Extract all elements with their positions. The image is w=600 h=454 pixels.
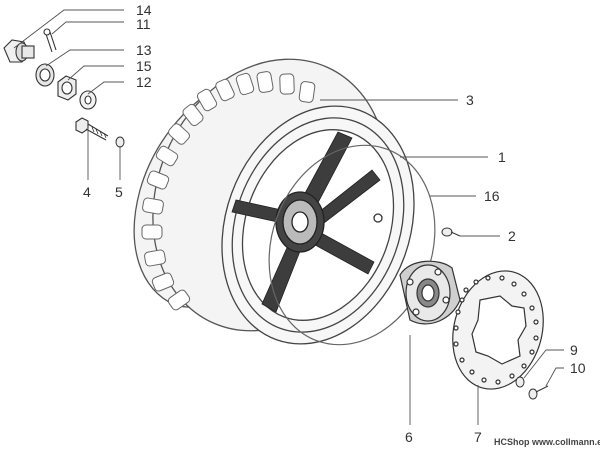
small-washer xyxy=(115,136,125,148)
callout-15: 15 xyxy=(136,58,152,74)
callout-5: 5 xyxy=(115,184,123,200)
bolt xyxy=(75,117,109,141)
axle-nut xyxy=(3,39,35,63)
brake-hub xyxy=(399,260,461,325)
callout-16: 16 xyxy=(484,188,500,204)
callout-2: 2 xyxy=(508,228,516,244)
callout-1: 1 xyxy=(498,149,506,165)
callout-12: 12 xyxy=(136,74,152,90)
washer xyxy=(79,90,97,110)
callout-7: 7 xyxy=(474,429,482,445)
brake-disc xyxy=(452,270,544,390)
callout-3: 3 xyxy=(466,92,474,108)
callout-9: 9 xyxy=(570,342,578,358)
rim xyxy=(221,105,415,345)
disc-washer xyxy=(515,376,525,388)
callout-6: 6 xyxy=(405,429,413,445)
lock-nut xyxy=(35,63,55,87)
watermark: HCShop www.collmann.eu xyxy=(494,437,600,447)
cotter-pin xyxy=(43,28,57,53)
callout-10: 10 xyxy=(570,360,586,376)
disc-screw xyxy=(528,385,549,400)
callout-4: 4 xyxy=(83,184,91,200)
nut xyxy=(57,75,77,101)
callout-13: 13 xyxy=(136,42,152,58)
leader-lines xyxy=(13,9,564,425)
valve-screw xyxy=(441,227,461,237)
callout-11: 11 xyxy=(136,16,151,32)
callout-14: 14 xyxy=(136,2,152,18)
